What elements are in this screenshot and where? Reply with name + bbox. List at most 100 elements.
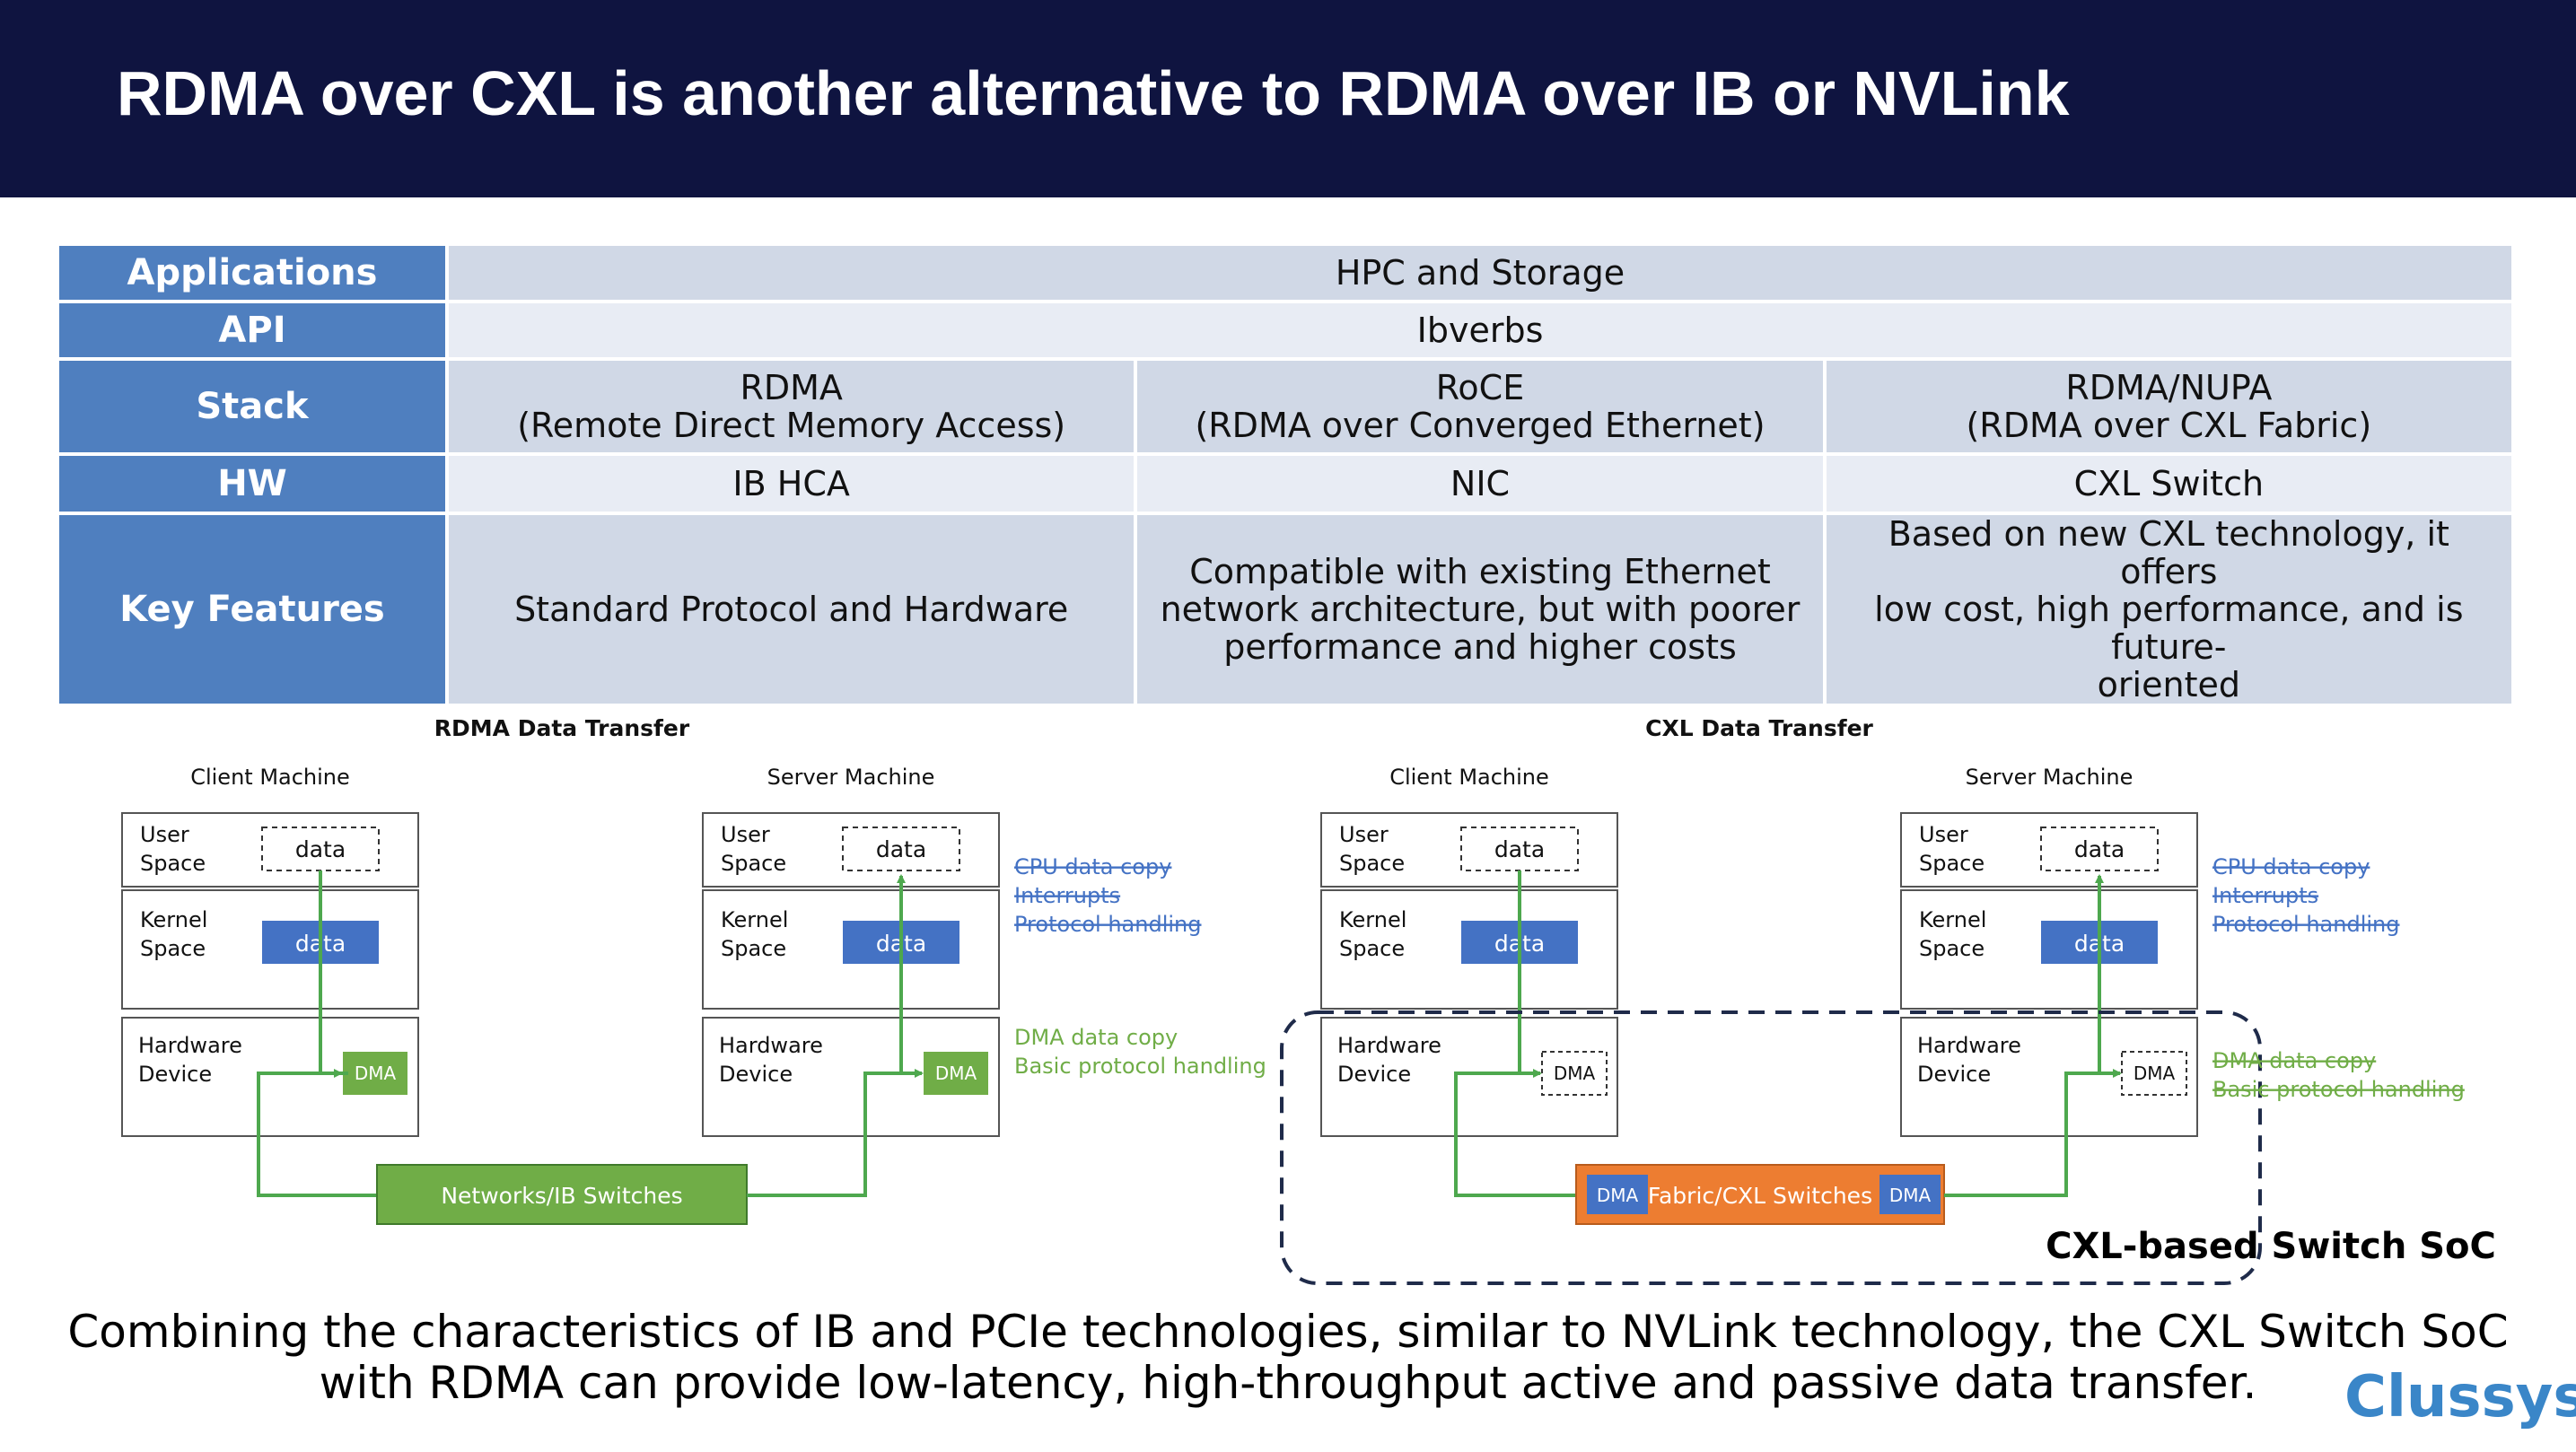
rdma-section-title: RDMA Data Transfer <box>434 715 690 741</box>
cxl-switch-dma-left <box>1587 1175 1648 1214</box>
table-cell: RDMA(Remote Direct Memory Access) <box>449 361 1135 452</box>
side-note: Basic protocol handling <box>1014 1054 1266 1079</box>
hardware-label: Hardware <box>138 1033 242 1058</box>
cell-line: performance and higher costs <box>1223 627 1737 667</box>
cell-line: low cost, high performance, and is futur… <box>1874 590 2464 667</box>
cell-line: RoCE <box>1435 368 1525 407</box>
cxl-section-title: CXL Data Transfer <box>1645 715 1873 741</box>
table-cell: CXL Switch <box>1826 456 2511 512</box>
title-bar: RDMA over CXL is another alternative to … <box>0 0 2576 197</box>
side-note: Protocol handling <box>2212 912 2400 937</box>
machine-label: Client Machine <box>190 765 350 790</box>
machine-label: Server Machine <box>767 765 935 790</box>
machine-label: Client Machine <box>1389 765 1549 790</box>
cell-line: Compatible with existing Ethernet <box>1189 552 1771 591</box>
cell-line: Standard Protocol and Hardware <box>514 590 1069 629</box>
kernel-space-label: Space <box>721 936 786 961</box>
user-space-label: Space <box>721 851 786 876</box>
side-note: Protocol handling <box>1014 912 1202 937</box>
dma-label: DMA <box>1889 1185 1932 1206</box>
user-space-label: User <box>1919 822 1968 847</box>
dma-box <box>343 1052 407 1095</box>
user-space-label: Space <box>1919 851 1985 876</box>
hardware-label: Device <box>719 1062 793 1087</box>
side-note: DMA data copy <box>2212 1048 2376 1073</box>
user-data-box <box>842 827 960 871</box>
user-data-box <box>1460 827 1579 871</box>
cxl-switch-dma-right <box>1879 1175 1941 1214</box>
cell-line: Based on new CXL technology, it offers <box>1888 514 2449 591</box>
rdma-switch-label: Networks/IB Switches <box>441 1183 682 1209</box>
table-cell: RDMA/NUPA(RDMA over CXL Fabric) <box>1826 361 2511 452</box>
cell-line: network architecture, but with poorer <box>1160 590 1801 629</box>
kernel-space-label: Space <box>1919 936 1985 961</box>
table-row: Key Features Standard Protocol and Hardwa… <box>59 515 2511 704</box>
machine-label: Server Machine <box>1966 765 2134 790</box>
clussys-logo: Clussys <box>2344 1364 2576 1430</box>
table-cell: RoCE(RDMA over Converged Ethernet) <box>1137 361 1823 452</box>
cxl-soc-label: CXL-based Switch SoC <box>2046 1226 2496 1267</box>
user-data-label: data <box>1494 836 1545 862</box>
row-header: API <box>59 303 445 357</box>
kernel-space-label: Space <box>1339 936 1405 961</box>
side-note: CPU data copy <box>2212 854 2370 879</box>
hardware-label: Hardware <box>1337 1033 1441 1058</box>
cell-line: RDMA <box>740 368 843 407</box>
cell-line: (RDMA over CXL Fabric) <box>1966 406 2372 445</box>
kernel-space-label: Space <box>140 936 206 961</box>
slide-title: RDMA over CXL is another alternative to … <box>117 58 2070 128</box>
hardware-label: Device <box>1917 1062 1991 1087</box>
dma-box <box>924 1052 988 1095</box>
user-data-label: data <box>295 836 346 862</box>
dma-label: DMA <box>1597 1185 1639 1206</box>
dma-label: DMA <box>2134 1063 2176 1084</box>
cell-line: RDMA/NUPA <box>2065 368 2273 407</box>
dma-label: DMA <box>355 1063 397 1084</box>
cxl-soc-boundary <box>1280 1010 2262 1285</box>
hardware-label: Device <box>1337 1062 1411 1087</box>
table-cell: Standard Protocol and Hardware <box>449 515 1135 704</box>
table-cell: IB HCA <box>449 456 1135 512</box>
cell-line: (RDMA over Converged Ethernet) <box>1195 406 1766 445</box>
hardware-label: Device <box>138 1062 212 1087</box>
user-data-box <box>2040 827 2159 871</box>
cxl-switch-to-server <box>1944 1069 2122 1197</box>
side-note: Interrupts <box>2212 883 2318 908</box>
user-space-label: Space <box>1339 851 1405 876</box>
dma-label: DMA <box>1554 1063 1596 1084</box>
user-space-label: User <box>721 822 770 847</box>
rdma-switch-box <box>376 1164 748 1225</box>
cxl-client-to-switch <box>1454 1069 1576 1197</box>
hardware-label: Hardware <box>719 1033 823 1058</box>
row-header: Stack <box>59 361 445 452</box>
dma-box <box>1541 1051 1608 1096</box>
table-cell: HPC and Storage <box>449 246 2511 300</box>
user-space-label: User <box>140 822 189 847</box>
cell-line: oriented <box>2097 665 2240 704</box>
rdma-switch-to-server <box>747 1069 924 1197</box>
kernel-space-label: Kernel <box>1339 907 1406 932</box>
kernel-space-label: Kernel <box>140 907 207 932</box>
cxl-switch-label: Fabric/CXL Switches <box>1648 1183 1872 1209</box>
table-cell: Ibverbs <box>449 303 2511 357</box>
user-space-label: Space <box>140 851 206 876</box>
side-note: DMA data copy <box>1014 1025 1178 1050</box>
hardware-label: Hardware <box>1917 1033 2021 1058</box>
footer-line: Combining the characteristics of IB and … <box>67 1306 2509 1358</box>
rdma-client-to-switch <box>257 1069 377 1197</box>
row-header: Applications <box>59 246 445 300</box>
user-data-label: data <box>876 836 926 862</box>
side-note: CPU data copy <box>1014 854 1171 879</box>
table-cell: NIC <box>1137 456 1823 512</box>
side-note: Interrupts <box>1014 883 1120 908</box>
footer-line: with RDMA can provide low-latency, high-… <box>319 1357 2257 1409</box>
row-header: Key Features <box>59 515 445 704</box>
cell-line: (Remote Direct Memory Access) <box>517 406 1066 445</box>
